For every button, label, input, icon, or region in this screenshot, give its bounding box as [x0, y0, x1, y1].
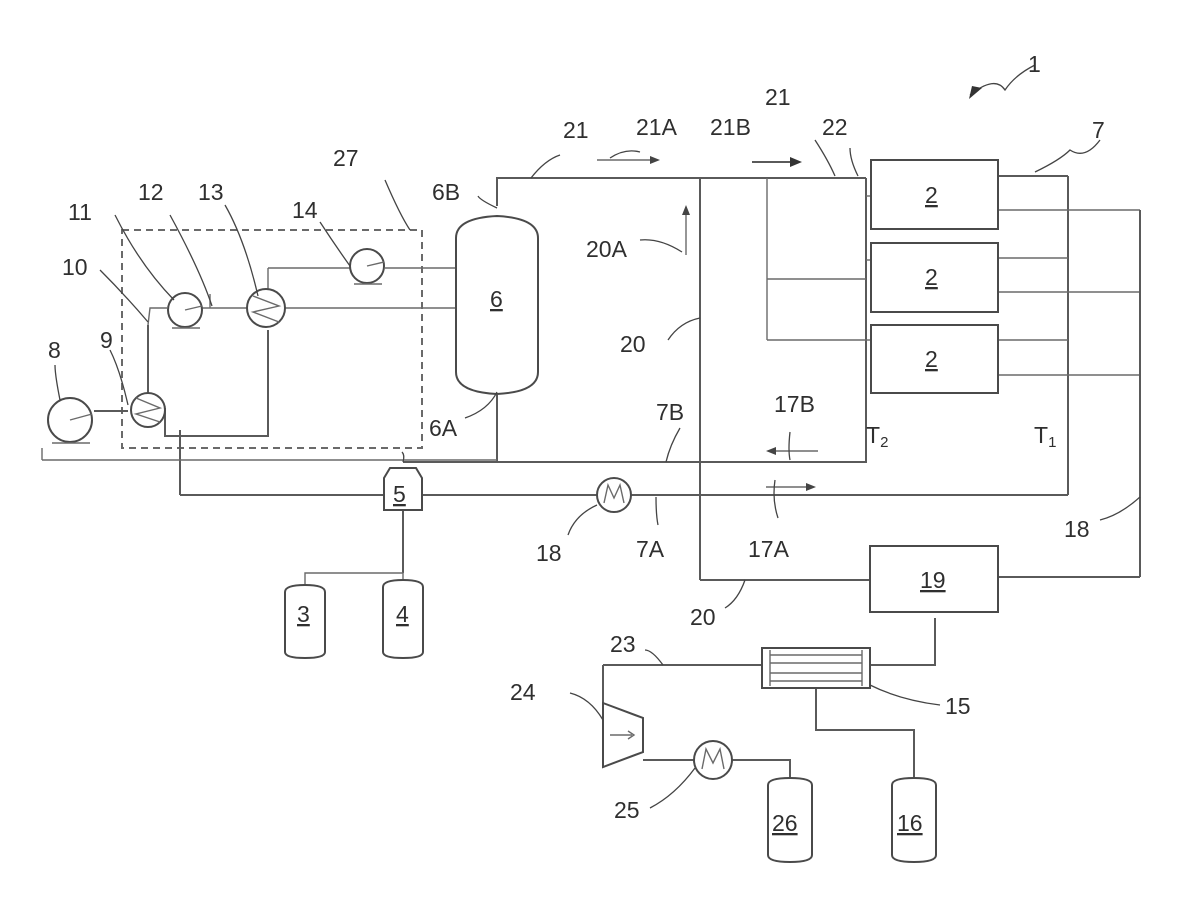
- heat-exchanger-15: [762, 648, 870, 688]
- exchanger-9: [131, 393, 165, 427]
- label-13: 13: [198, 179, 224, 205]
- label-21-right: 21: [765, 84, 791, 110]
- label-21B: 21B: [710, 114, 751, 140]
- label-15: 15: [945, 693, 971, 719]
- module-label-1: 2: [925, 182, 938, 208]
- pump-14: [350, 249, 384, 284]
- label-6A: 6A: [429, 415, 458, 441]
- label-10: 10: [62, 254, 88, 280]
- label-21A: 21A: [636, 114, 678, 140]
- tank-16-label: 16: [897, 810, 923, 836]
- label-25: 25: [614, 797, 640, 823]
- motor-18: [597, 478, 631, 512]
- label-6B: 6B: [432, 179, 460, 205]
- exchanger-13: [247, 289, 285, 327]
- vessel-6-label: 6: [490, 286, 503, 312]
- label-8: 8: [48, 337, 61, 363]
- motor-25: [694, 741, 732, 779]
- label-12: 12: [138, 179, 164, 205]
- label-22: 22: [822, 114, 848, 140]
- pump-8: [48, 398, 92, 443]
- label-17B: 17B: [774, 391, 815, 417]
- label-27: 27: [333, 145, 359, 171]
- unit-19-label: 19: [920, 567, 946, 593]
- label-20A: 20A: [586, 236, 628, 262]
- label-7: 7: [1092, 117, 1105, 143]
- label-18-motor: 18: [536, 540, 562, 566]
- label-T2: T2: [866, 422, 888, 451]
- tank-26-label: 26: [772, 810, 798, 836]
- label-20-top: 20: [620, 331, 646, 357]
- module-label-2: 2: [925, 264, 938, 290]
- tank-3-label: 3: [297, 601, 310, 627]
- label-14: 14: [292, 197, 318, 223]
- module-label-3: 2: [925, 346, 938, 372]
- label-23: 23: [610, 631, 636, 657]
- label-20-bottom: 20: [690, 604, 716, 630]
- flow-arrows: [597, 156, 818, 491]
- mixer-5-label: 5: [393, 481, 406, 507]
- compressor-24: [603, 703, 643, 767]
- tank-4-label: 4: [396, 601, 409, 627]
- label-T1: T1: [1034, 422, 1056, 451]
- label-1: 1: [1028, 51, 1041, 77]
- label-11: 11: [68, 199, 92, 225]
- label-7A: 7A: [636, 536, 665, 562]
- label-24: 24: [510, 679, 536, 705]
- label-18-right: 18: [1064, 516, 1090, 542]
- label-7B: 7B: [656, 399, 684, 425]
- label-17A: 17A: [748, 536, 790, 562]
- label-9: 9: [100, 327, 113, 353]
- label-21-left: 21: [563, 117, 589, 143]
